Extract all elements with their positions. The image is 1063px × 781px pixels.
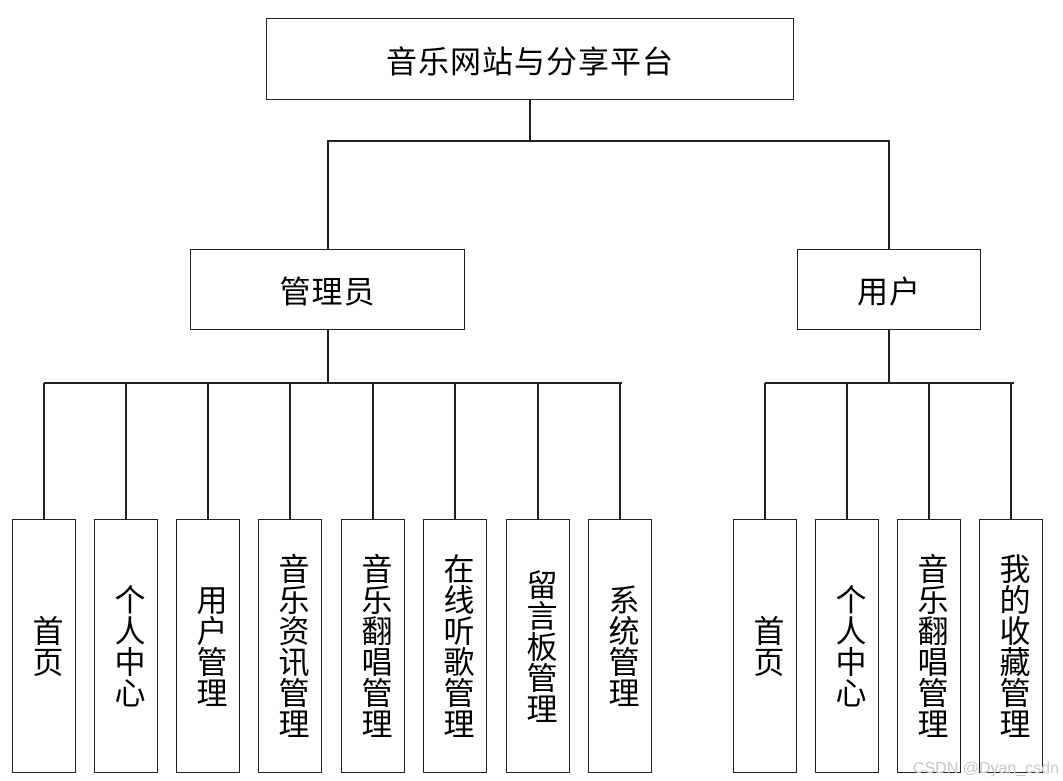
- module-label: 音乐资讯管理: [272, 553, 309, 739]
- connector: [846, 383, 848, 519]
- module-box: 音乐翻唱管理: [897, 519, 961, 773]
- connector: [207, 383, 209, 519]
- module-box: 音乐资讯管理: [258, 519, 322, 773]
- connector: [764, 383, 766, 519]
- module-label: 音乐翻唱管理: [911, 553, 948, 739]
- module-box: 系统管理: [588, 519, 652, 773]
- connector: [372, 383, 374, 519]
- connector: [537, 383, 539, 519]
- watermark: CSDN @Dyan_csdn: [912, 760, 1059, 777]
- module-label: 留言板管理: [520, 568, 557, 724]
- connector: [43, 383, 45, 519]
- connector: [765, 382, 1014, 384]
- connector: [928, 383, 930, 519]
- module-box: 用户管理: [176, 519, 240, 773]
- module-box: 首页: [733, 519, 797, 773]
- module-label: 首页: [26, 615, 63, 677]
- module-box: 个人中心: [94, 519, 158, 773]
- root-label: 音乐网站与分享平台: [386, 44, 674, 81]
- connector: [454, 383, 456, 519]
- connector: [44, 382, 622, 384]
- module-label: 个人中心: [829, 584, 866, 708]
- module-box: 个人中心: [815, 519, 879, 773]
- role-label-user: 用户: [857, 275, 921, 311]
- role-box-admin: 管理员: [190, 249, 465, 330]
- module-label: 在线听歌管理: [437, 553, 474, 739]
- module-label: 用户管理: [190, 584, 227, 708]
- role-label-admin: 管理员: [279, 275, 376, 311]
- module-box: 留言板管理: [506, 519, 570, 773]
- connector: [327, 140, 329, 250]
- connector: [125, 383, 127, 519]
- module-box: 我的收藏管理: [979, 519, 1043, 773]
- connector: [619, 383, 621, 519]
- module-box: 音乐翻唱管理: [341, 519, 405, 773]
- role-box-user: 用户: [797, 249, 981, 330]
- module-label: 系统管理: [602, 584, 639, 708]
- module-label: 我的收藏管理: [993, 553, 1030, 739]
- connector: [327, 329, 329, 383]
- module-label: 音乐翻唱管理: [355, 553, 392, 739]
- connector: [1010, 383, 1012, 519]
- connector: [888, 329, 890, 383]
- root-box: 音乐网站与分享平台: [266, 18, 794, 100]
- connector: [289, 383, 291, 519]
- module-box: 在线听歌管理: [423, 519, 487, 773]
- module-label: 首页: [747, 615, 784, 677]
- connector: [529, 100, 531, 141]
- connector: [888, 140, 890, 250]
- module-box: 首页: [12, 519, 76, 773]
- connector: [327, 140, 890, 142]
- module-label: 个人中心: [108, 584, 145, 708]
